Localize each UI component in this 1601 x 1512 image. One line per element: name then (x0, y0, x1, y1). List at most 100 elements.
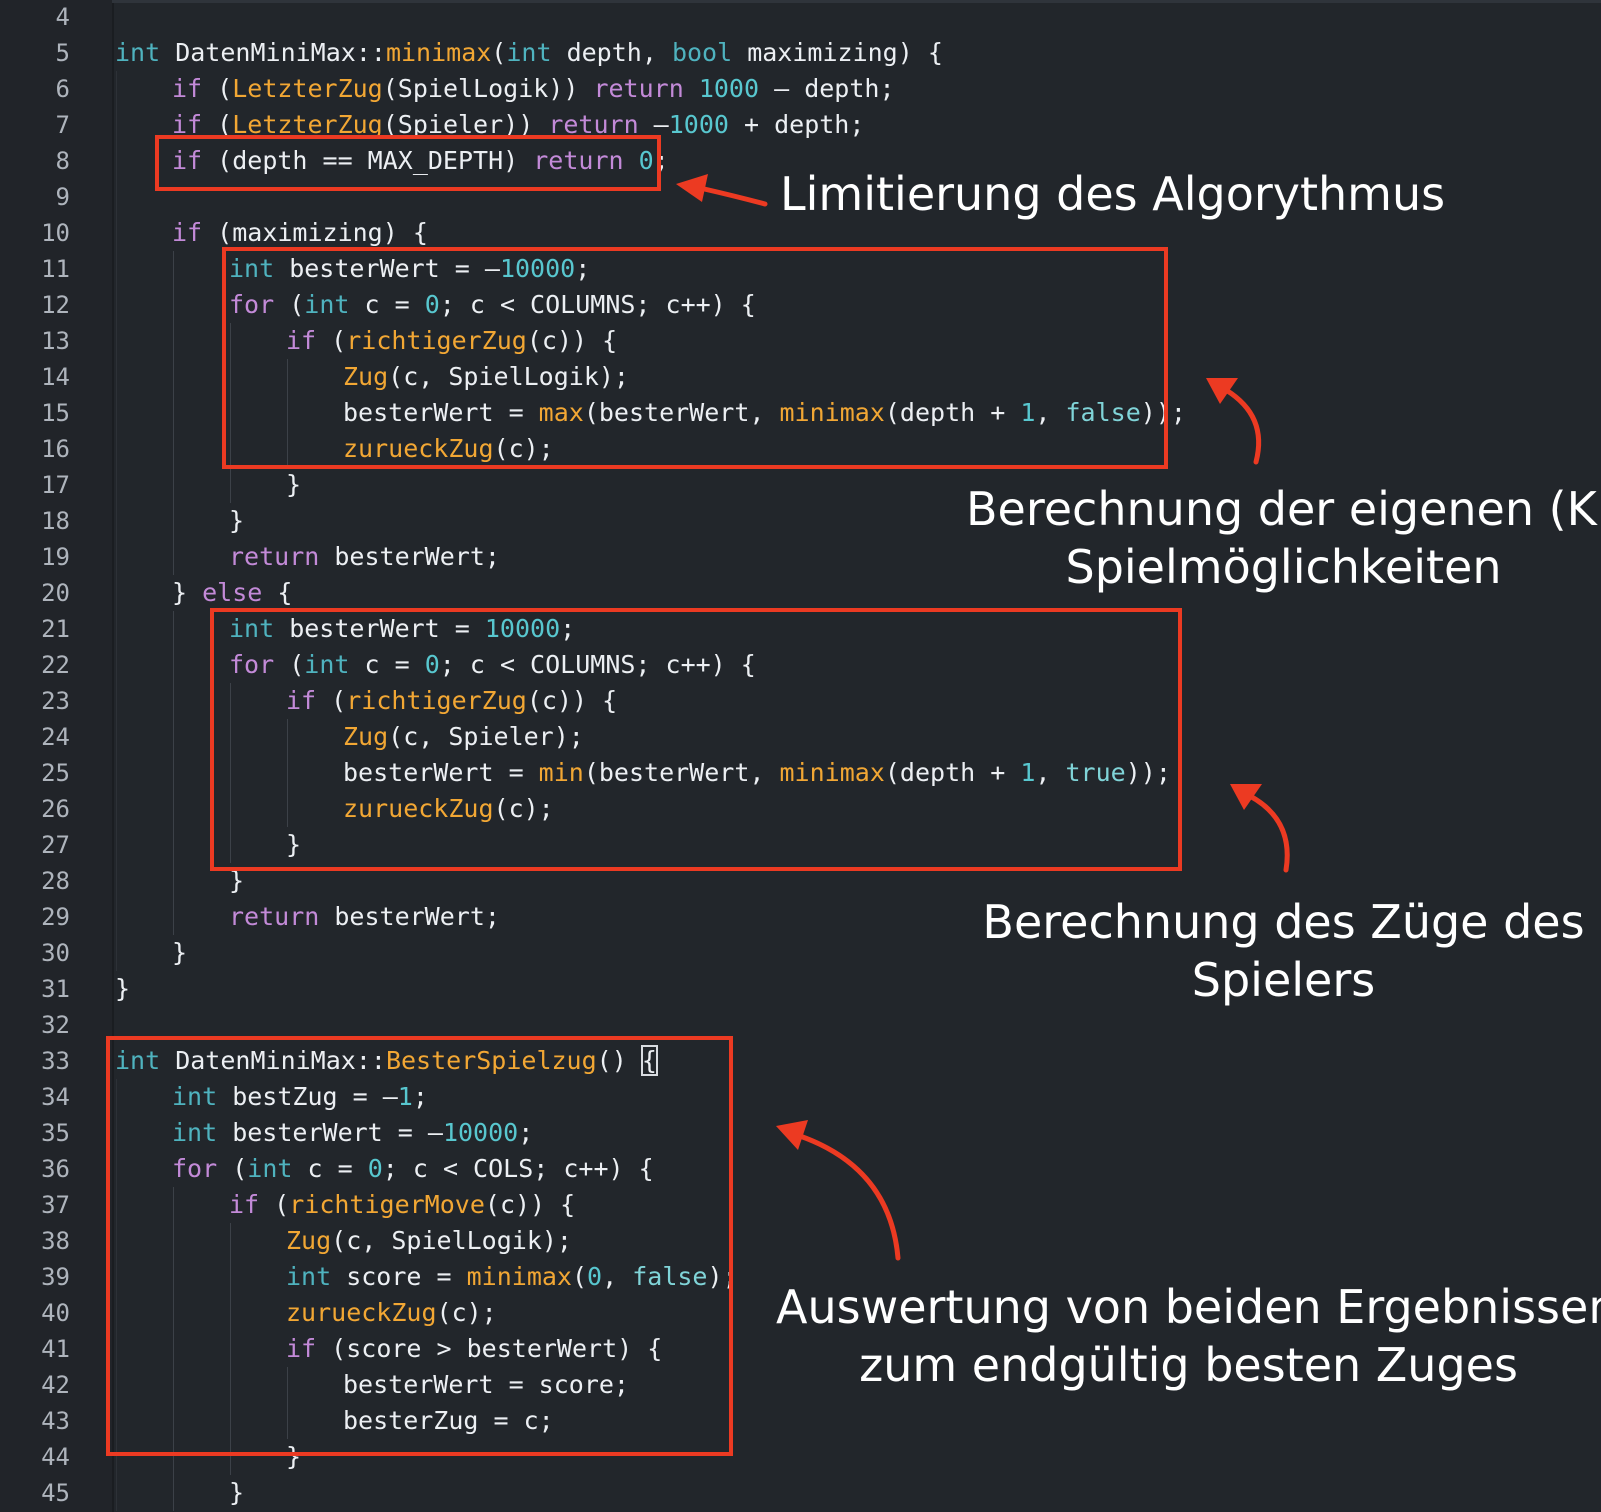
code-text[interactable]: besterWert = max(besterWert, minimax(dep… (343, 395, 1186, 431)
code-text[interactable]: if (score > besterWert) { (286, 1331, 662, 1367)
code-text[interactable]: if (maximizing) { (172, 215, 428, 251)
code-text[interactable]: Zug(c, SpielLogik); (286, 1223, 572, 1259)
code-text[interactable]: if (LetzterZug(Spieler)) return –1000 + … (172, 107, 864, 143)
code-token: } (229, 866, 245, 895)
code-text[interactable]: for (int c = 0; c < COLS; c++) { (172, 1151, 654, 1187)
code-text[interactable]: if (depth == MAX_DEPTH) return 0; (172, 143, 669, 179)
code-text[interactable]: } (115, 971, 130, 1007)
code-text[interactable]: if (richtigerMove(c)) { (229, 1187, 575, 1223)
code-line[interactable]: 4 (0, 0, 1601, 35)
highlight-box-ai-moves (222, 247, 1168, 469)
code-line[interactable]: 28} (0, 863, 1601, 899)
code-token: ; (518, 1118, 534, 1147)
code-text[interactable]: } (229, 863, 244, 899)
code-token: minimax (466, 1262, 572, 1291)
code-token: } (229, 1478, 245, 1507)
indent-guide (287, 359, 288, 467)
code-text[interactable]: besterWert = score; (343, 1367, 629, 1403)
code-text[interactable]: int bestZug = –1; (172, 1079, 428, 1115)
code-text[interactable]: int besterWert = 10000; (229, 611, 575, 647)
annotation-best-move-line2: zum endgültig besten Zuges (859, 1338, 1518, 1392)
code-line[interactable]: 31} (0, 971, 1601, 1007)
code-text[interactable]: besterZug = c; (343, 1403, 554, 1439)
code-text[interactable]: Zug(c, SpielLogik); (343, 359, 629, 395)
code-text[interactable]: if (richtigerZug(c)) { (286, 683, 617, 719)
indent-guide (230, 1223, 231, 1475)
code-token: int (115, 38, 161, 67)
code-text[interactable]: zurueckZug(c); (343, 791, 554, 827)
code-text[interactable]: for (int c = 0; c < COLUMNS; c++) { (229, 287, 756, 323)
code-line[interactable]: 41 if (score > besterWert) { (0, 1331, 1601, 1367)
code-text[interactable]: besterWert = min(besterWert, minimax(dep… (343, 755, 1171, 791)
code-text[interactable]: if (richtigerZug(c)) { (286, 323, 617, 359)
code-line[interactable]: 45} (0, 1475, 1601, 1511)
code-line[interactable]: 8 if (depth == MAX_DEPTH) return 0; (0, 143, 1601, 179)
code-text[interactable]: int besterWert = –10000; (229, 251, 590, 287)
line-number: 10 (41, 219, 70, 247)
code-text[interactable]: } else { (172, 575, 292, 611)
code-line[interactable]: 44} (0, 1439, 1601, 1475)
code-text[interactable]: } (286, 1439, 301, 1475)
code-token: if (286, 1334, 317, 1363)
line-number: 41 (41, 1335, 70, 1363)
code-text[interactable]: } (229, 1475, 244, 1511)
code-line[interactable]: 32 (0, 1007, 1601, 1043)
code-text[interactable]: } (229, 503, 244, 539)
code-text[interactable]: int DatenMiniMax::BesterSpielzug() { (115, 1043, 658, 1079)
code-line[interactable]: 18} (0, 503, 1601, 539)
code-line[interactable]: 17} (0, 467, 1601, 503)
code-text[interactable]: for (int c = 0; c < COLUMNS; c++) { (229, 647, 756, 683)
code-text[interactable]: zurueckZug(c); (286, 1295, 497, 1331)
code-text[interactable]: } (172, 935, 187, 971)
indent-guide (287, 1367, 288, 1439)
code-token: return (533, 146, 624, 175)
code-line[interactable]: 9 (0, 179, 1601, 215)
code-text[interactable]: } (286, 827, 301, 863)
code-text[interactable]: } (286, 467, 301, 503)
code-text[interactable]: zurueckZug(c); (343, 431, 554, 467)
code-line[interactable]: 20} else { (0, 575, 1601, 611)
code-line[interactable]: 30} (0, 935, 1601, 971)
code-text[interactable]: Zug(c, Spieler); (343, 719, 584, 755)
code-token: int (304, 650, 350, 679)
line-number: 8 (55, 147, 70, 175)
code-text[interactable]: int besterWert = –10000; (172, 1115, 533, 1151)
code-token: 1 (397, 1082, 413, 1111)
code-text[interactable]: return besterWert; (229, 539, 500, 575)
code-line[interactable]: 10 if (maximizing) { (0, 215, 1601, 251)
code-token: (c, Spieler); (388, 722, 584, 751)
code-text[interactable]: if (LetzterZug(SpielLogik)) return 1000 … (172, 71, 895, 107)
code-text[interactable]: int DatenMiniMax::minimax(int depth, boo… (115, 35, 943, 71)
code-line[interactable]: 27} (0, 827, 1601, 863)
indent-guide (116, 71, 117, 971)
code-token: 10000 (499, 254, 576, 283)
code-text[interactable]: return besterWert; (229, 899, 500, 935)
